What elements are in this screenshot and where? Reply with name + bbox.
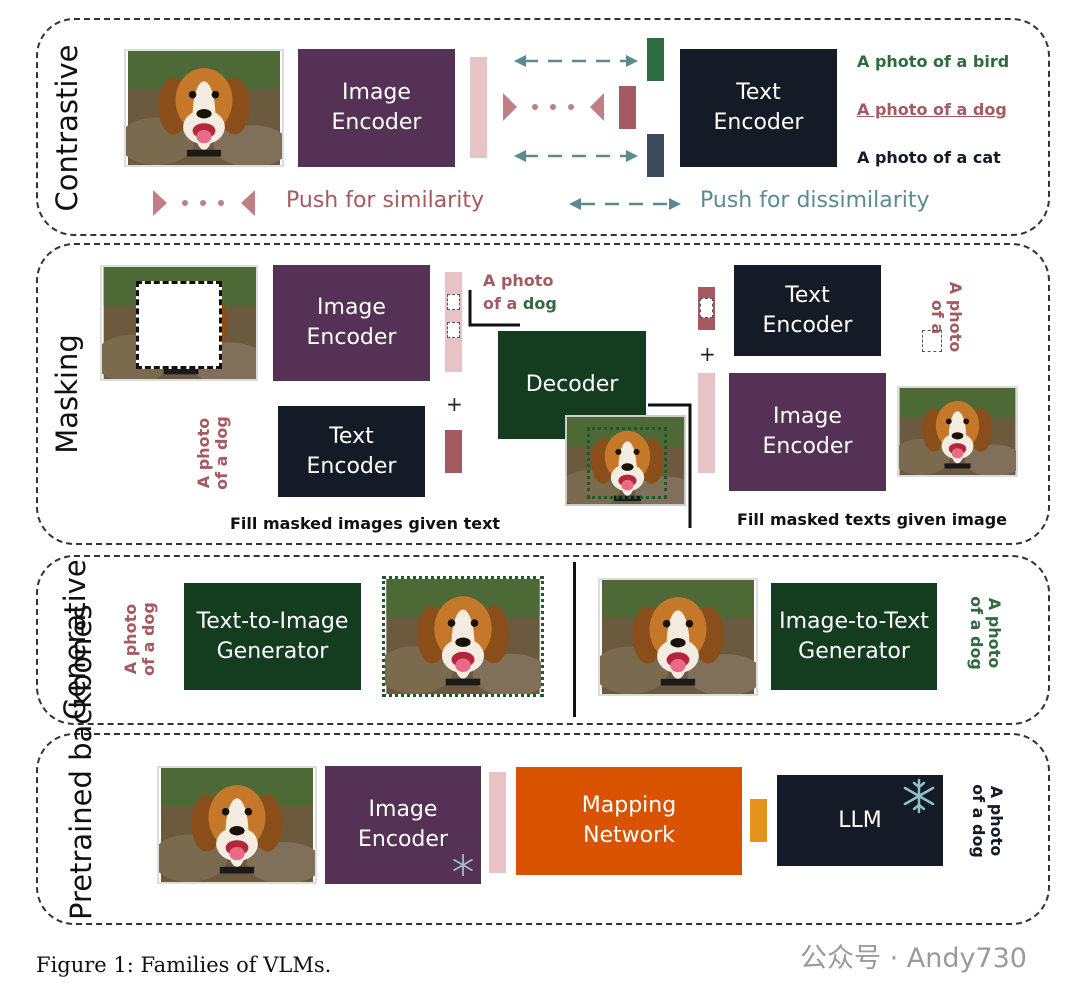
masking-output-text-of-a: of a [483,294,518,313]
image-embedding-masking-right [698,373,715,473]
text-cat: A photo of a cat [857,148,1001,167]
masking-output-text-line1: A photo [483,271,554,290]
dog-photo-pretrained [157,766,317,884]
generative-panel [36,555,1050,725]
text-encoder-masking-right: Text Encoder [734,265,881,356]
dog-photo-masking-right [897,386,1018,477]
masked-dog-photo [100,265,258,381]
masked-word-slot [922,330,942,352]
generated-dog-photo [382,576,544,697]
text-embedding-cat [647,134,664,177]
text-embedding-masking-left [445,430,462,473]
image-encoder-contrastive: Image Encoder [298,49,455,167]
contrastive-panel [36,18,1050,236]
image-to-text-generator: Image-to-Text Generator [771,583,937,690]
decoder-connector-lines [468,290,692,528]
image-encoder-masking-right: Image Encoder [729,373,886,491]
llm-box: LLM [777,775,943,866]
mapped-token-bar [750,799,767,842]
masking-left-vertical-text: A photo of a dog [194,416,232,490]
similarity-legend-text: Push for similarity [286,188,484,213]
text-encoder-contrastive: Text Encoder [680,49,837,167]
mapping-network: Mapping Network [516,767,742,875]
pretrained-panel [36,733,1050,925]
plus-left: + [446,392,463,416]
masking-caption-left: Fill masked images given text [230,514,501,533]
contrastive-arrows [503,55,638,162]
dog-photo-contrastive [124,49,284,167]
pretrained-right-vertical-text: A photo of a dog [968,784,1006,858]
image-features-bar [489,772,506,873]
text-embedding-bird [647,38,664,81]
frozen-snowflake-icon-llm [903,778,935,814]
masking-panel [36,243,1050,545]
dissimilarity-legend-text: Push for dissimilarity [700,188,930,213]
contrastive-label: Contrastive [50,44,84,212]
text-to-image-generator: Text-to-Image Generator [184,583,361,690]
image-embedding-bar [470,57,487,158]
figure-caption: Figure 1: Families of VLMs. [36,953,332,977]
masking-output-text-dog: dog [522,294,557,313]
text-embedding-dog [619,86,636,129]
dissimilarity-legend-icon [569,198,681,210]
dog-photo-generative-right [598,578,758,696]
masked-image-embedding-bar [445,272,462,372]
masking-label: Masking [50,334,84,454]
reconstructed-dog-photo [565,415,686,506]
frozen-snowflake-icon-encoder [453,854,473,876]
masking-output-text-line2: of a dog [483,294,557,313]
text-bird: A photo of a bird [857,52,1010,71]
image-encoder-masking-left: Image Encoder [273,265,430,381]
plus-right: + [699,342,716,366]
masking-caption-right: Fill masked texts given image [737,510,1008,529]
image-encoder-pretrained: Image Encoder [325,766,481,884]
pretrained-label: Pretrained backbones [64,604,98,920]
generative-divider [573,562,576,717]
masked-text-embedding-bar [698,287,715,330]
text-dog: A photo of a dog [857,100,1007,119]
text-encoder-masking-left: Text Encoder [278,406,425,497]
generative-left-vertical-text: A photo of a dog [121,602,159,676]
generative-right-vertical-text: A photo of a dog [966,596,1004,670]
watermark: 公众号 · Andy730 [800,943,1027,974]
similarity-legend-icon [153,190,255,216]
